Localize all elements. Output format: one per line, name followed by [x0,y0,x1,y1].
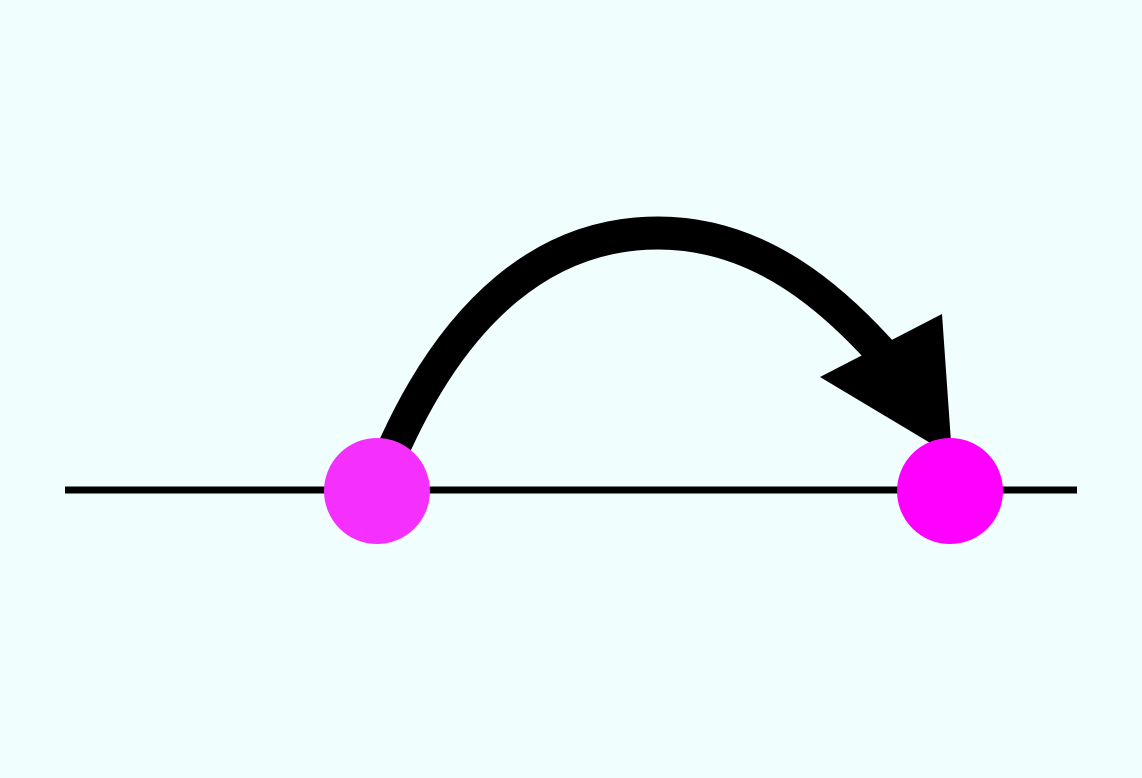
start-point [324,438,430,544]
end-point [897,438,1003,544]
jump-arrowhead [820,314,952,456]
jump-arrow-arc [376,216,918,459]
